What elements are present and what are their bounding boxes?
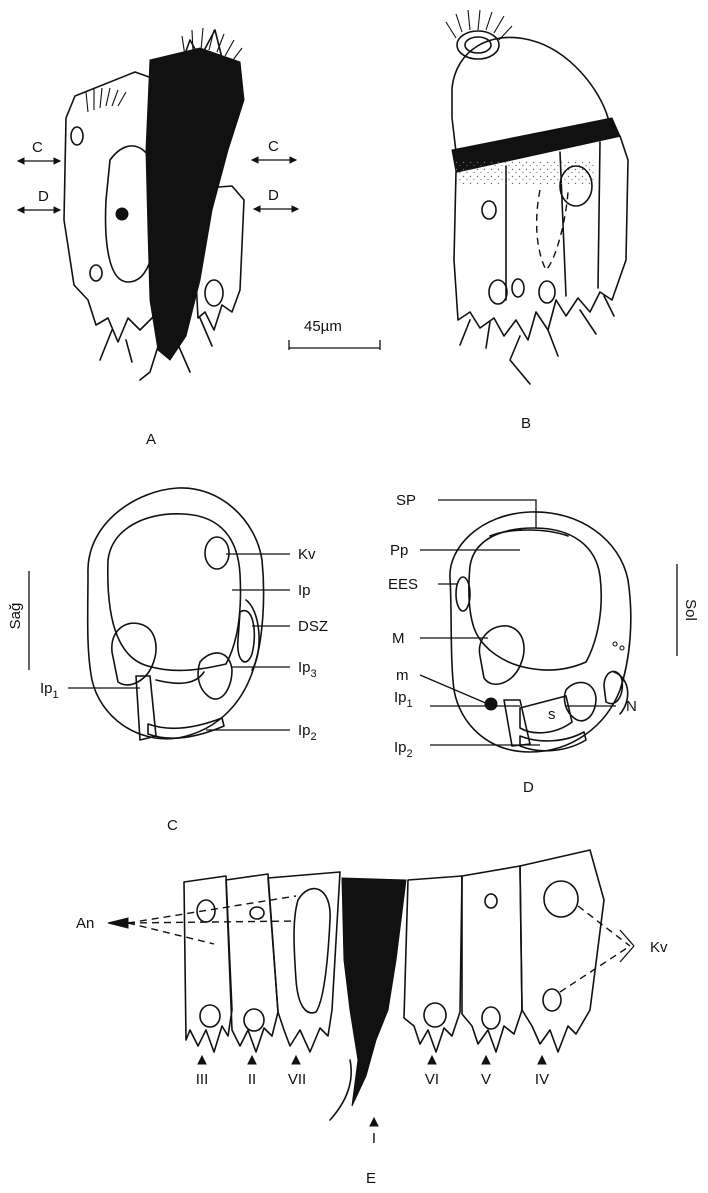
panel-c-label-ip: Ip — [298, 582, 311, 599]
plate-vii — [268, 872, 340, 1052]
section-c-label-right: C — [268, 138, 279, 155]
plate-label-vii: VII — [288, 1071, 306, 1088]
panel-b-peristome-cilia — [446, 10, 512, 40]
plate-iii — [184, 876, 232, 1052]
panel-c-label-kv: Kv — [298, 546, 316, 563]
panel-b-vacuole-1 — [482, 201, 496, 219]
plate-i-spine — [330, 1060, 351, 1120]
plate-marker-i — [370, 1118, 378, 1126]
section-c-label-left: C — [32, 139, 43, 156]
panel-b-drawing — [446, 10, 628, 384]
plate-vii-nucleus — [294, 889, 330, 1013]
panel-d-nucleus-m — [479, 626, 524, 684]
section-d-label-left: D — [38, 188, 49, 205]
panel-d-label-s: s — [548, 706, 556, 723]
panel-d-label-ip2: Ip2 — [394, 739, 413, 760]
panel-b-vacuole-4 — [539, 281, 555, 303]
panel-c-ip2-region — [148, 718, 224, 738]
plate-label-iv: IV — [535, 1071, 549, 1088]
panel-d-label-pp: Pp — [390, 542, 408, 559]
panel-a-drawing — [64, 28, 244, 380]
panel-d-side-label: Sol — [682, 599, 699, 621]
panel-e-label: E — [366, 1170, 376, 1187]
panel-a-lower-vacuole — [90, 265, 102, 281]
panel-e-label-an: An — [76, 915, 94, 932]
panel-a-micronucleus — [116, 208, 128, 220]
panel-d-m-lower-leader — [420, 675, 488, 704]
panel-d-label-m-lower: m — [396, 667, 409, 684]
panel-c-label-ip3: Ip3 — [298, 659, 317, 680]
scale-bar-label: 45µm — [304, 318, 342, 335]
plate-marker-v — [482, 1056, 490, 1064]
plate-marker-vii — [292, 1056, 300, 1064]
panel-a-left-cilia — [86, 88, 126, 112]
panel-b-vacuole-3 — [489, 280, 507, 304]
panel-c-outer-wall — [88, 488, 264, 739]
section-d-label-right: D — [268, 187, 279, 204]
plate-label-vi: VI — [425, 1071, 439, 1088]
plate-marker-iv — [538, 1056, 546, 1064]
panel-c-label: C — [167, 817, 178, 834]
panel-d-right-beads — [564, 682, 596, 720]
panel-b-vacuole-5 — [512, 279, 524, 297]
panel-e-label-kv: Kv — [650, 939, 668, 956]
panel-d-label: D — [523, 779, 534, 796]
panel-d-right-dark — [604, 671, 622, 703]
panel-c-dsz — [238, 611, 255, 662]
panel-d-ees-vacuole — [456, 577, 470, 611]
panel-c-label-ip1: Ip1 — [40, 680, 59, 701]
panel-c-septum — [156, 672, 204, 683]
plate-label-ii: II — [248, 1071, 256, 1088]
panel-c-drawing — [88, 488, 264, 740]
panel-d-label-m-upper: M — [392, 630, 405, 647]
panel-d-drawing — [450, 512, 631, 752]
panel-d-label-sp: SP — [396, 492, 416, 509]
panel-c-label-dsz: DSZ — [298, 618, 328, 635]
panel-c-vacuole — [205, 537, 229, 569]
plate-marker-iii — [198, 1056, 206, 1064]
panel-a-central-dark-plate — [146, 48, 244, 360]
plate-label-v: V — [481, 1071, 491, 1088]
plate-label-iii: III — [196, 1071, 209, 1088]
panel-c-ip3-region — [198, 653, 232, 699]
panel-c-label-ip2: Ip2 — [298, 722, 317, 743]
panel-c-side-label: Sağ — [7, 603, 24, 630]
plate-marker-ii — [248, 1056, 256, 1064]
panel-a-left-vacuole — [71, 127, 83, 145]
panel-d-label-ees: EES — [388, 576, 418, 593]
panel-b-label: B — [521, 415, 531, 432]
plate-vi — [404, 876, 462, 1052]
plate-label-i: I — [372, 1130, 376, 1147]
panel-d-inner-cavity — [469, 528, 601, 670]
scale-bar — [289, 340, 380, 350]
an-arrowhead — [108, 918, 128, 928]
panel-a-label: A — [146, 431, 156, 448]
panel-b-stipple-band — [456, 160, 596, 184]
panel-d-label-ip1: Ip1 — [394, 689, 413, 710]
panel-c-ip1-region — [136, 676, 156, 740]
panel-a-right-vacuole — [205, 280, 223, 306]
plate-marker-vi — [428, 1056, 436, 1064]
panel-c-dsz-wall — [246, 600, 259, 670]
panel-e-plate-markers — [198, 1056, 546, 1126]
panel-d-label-n: N — [626, 698, 637, 715]
